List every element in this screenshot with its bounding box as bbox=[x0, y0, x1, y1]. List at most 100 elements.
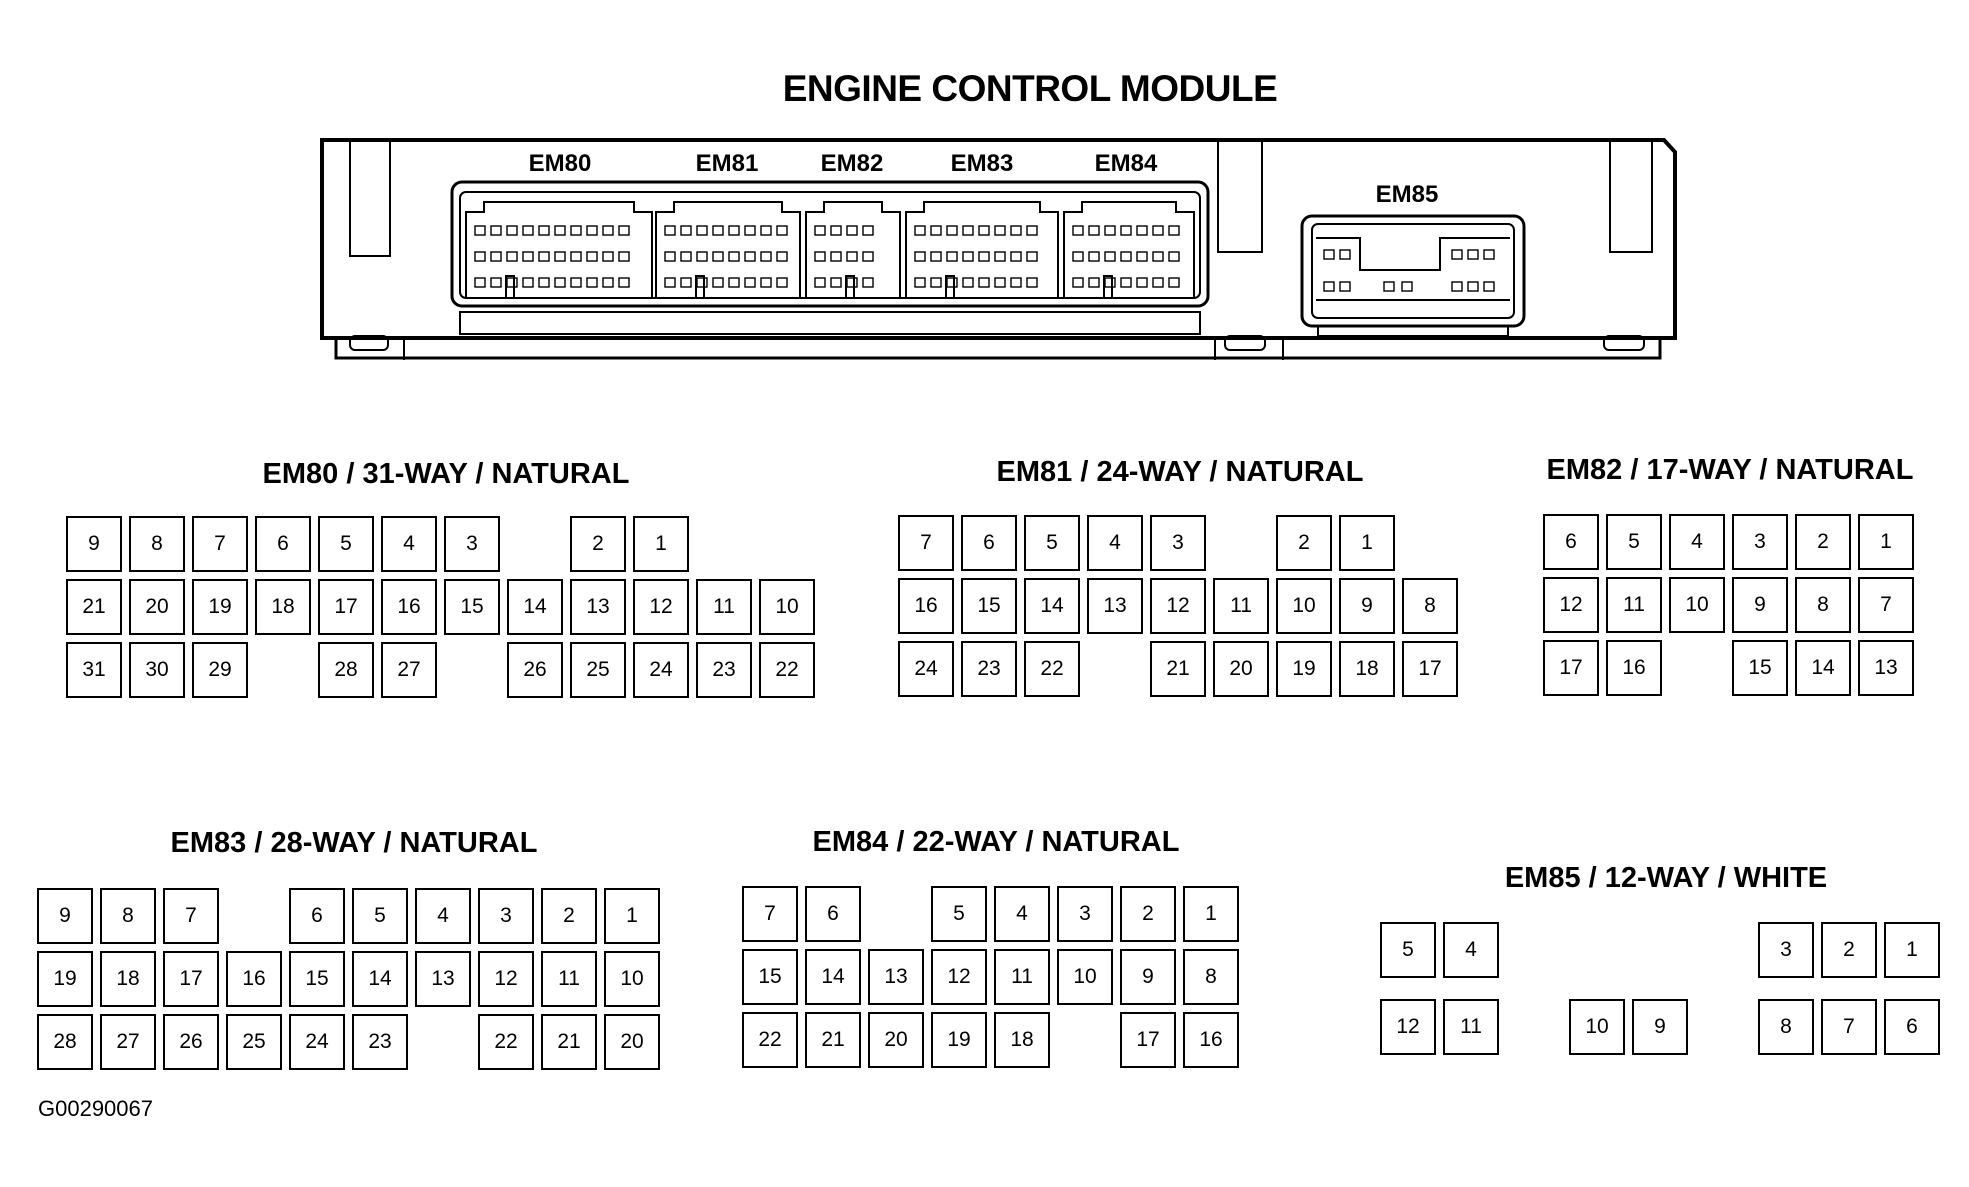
pin-9: 9 bbox=[1732, 577, 1788, 633]
socket-outline bbox=[805, 201, 901, 299]
socket-cavity bbox=[696, 225, 708, 236]
module-label-em85: EM85 bbox=[1375, 181, 1439, 208]
pin-7: 7 bbox=[742, 886, 798, 942]
socket-cavity bbox=[538, 277, 550, 288]
pin-21: 21 bbox=[805, 1012, 861, 1068]
socket-cavity bbox=[962, 251, 974, 262]
socket-cavity bbox=[994, 225, 1006, 236]
pin-1: 1 bbox=[604, 888, 660, 944]
pin-6: 6 bbox=[805, 886, 861, 942]
pin-6: 6 bbox=[1884, 999, 1940, 1055]
socket-cavity bbox=[1467, 281, 1479, 292]
pin-6: 6 bbox=[255, 516, 311, 572]
socket-cavity bbox=[962, 277, 974, 288]
pin-9: 9 bbox=[1632, 999, 1688, 1055]
pin-14: 14 bbox=[507, 579, 563, 635]
pin-23: 23 bbox=[961, 641, 1017, 697]
pin-22: 22 bbox=[1024, 641, 1080, 697]
pin-30: 30 bbox=[129, 642, 185, 698]
connector-title-em80: EM80 / 31-WAY / NATURAL bbox=[262, 458, 630, 490]
pin-18: 18 bbox=[255, 579, 311, 635]
pin-16: 16 bbox=[1606, 640, 1662, 696]
socket-outline bbox=[1063, 201, 1195, 299]
pin-10: 10 bbox=[1276, 578, 1332, 634]
socket-cavity bbox=[1168, 225, 1180, 236]
page-title: ENGINE CONTROL MODULE bbox=[782, 68, 1278, 109]
pin-24: 24 bbox=[633, 642, 689, 698]
pin-16: 16 bbox=[226, 951, 282, 1007]
pin-4: 4 bbox=[1669, 514, 1725, 570]
socket-cavity bbox=[538, 225, 550, 236]
socket-outline bbox=[695, 275, 705, 298]
pin-22: 22 bbox=[742, 1012, 798, 1068]
pin-19: 19 bbox=[37, 951, 93, 1007]
socket-cavity bbox=[1088, 225, 1100, 236]
socket-cavity bbox=[930, 277, 942, 288]
socket-cavity bbox=[570, 277, 582, 288]
socket-cavity bbox=[862, 225, 874, 236]
pin-23: 23 bbox=[696, 642, 752, 698]
socket-cavity bbox=[760, 277, 772, 288]
pin-14: 14 bbox=[352, 951, 408, 1007]
pin-13: 13 bbox=[1087, 578, 1143, 634]
socket-cavity bbox=[744, 251, 756, 262]
pin-5: 5 bbox=[318, 516, 374, 572]
pin-19: 19 bbox=[1276, 641, 1332, 697]
socket-cavity bbox=[776, 225, 788, 236]
socket-cavity bbox=[1026, 277, 1038, 288]
socket-cavity bbox=[1339, 249, 1351, 260]
socket-outline bbox=[945, 275, 955, 298]
socket-cavity bbox=[1383, 281, 1395, 292]
socket-cavity bbox=[1104, 251, 1116, 262]
socket-cavity bbox=[1136, 277, 1148, 288]
pin-28: 28 bbox=[318, 642, 374, 698]
pin-14: 14 bbox=[1024, 578, 1080, 634]
pin-20: 20 bbox=[868, 1012, 924, 1068]
socket-cavity bbox=[846, 225, 858, 236]
pin-8: 8 bbox=[1402, 578, 1458, 634]
socket-cavity bbox=[1136, 251, 1148, 262]
pin-5: 5 bbox=[1024, 515, 1080, 571]
socket-cavity bbox=[1323, 249, 1335, 260]
pin-13: 13 bbox=[570, 579, 626, 635]
pin-12: 12 bbox=[1380, 999, 1436, 1055]
pin-4: 4 bbox=[1087, 515, 1143, 571]
pin-16: 16 bbox=[898, 578, 954, 634]
pin-14: 14 bbox=[805, 949, 861, 1005]
pin-8: 8 bbox=[100, 888, 156, 944]
socket-cavity bbox=[586, 225, 598, 236]
pin-26: 26 bbox=[507, 642, 563, 698]
connector-title-em81: EM81 / 24-WAY / NATURAL bbox=[996, 456, 1364, 488]
socket-cavity bbox=[618, 277, 630, 288]
pin-10: 10 bbox=[604, 951, 660, 1007]
socket-cavity bbox=[696, 277, 708, 288]
socket-cavity bbox=[1323, 281, 1335, 292]
pin-11: 11 bbox=[1213, 578, 1269, 634]
pin-16: 16 bbox=[381, 579, 437, 635]
pin-28: 28 bbox=[37, 1014, 93, 1070]
connector-title-em83: EM83 / 28-WAY / NATURAL bbox=[170, 827, 538, 859]
pin-13: 13 bbox=[1858, 640, 1914, 696]
pin-15: 15 bbox=[1732, 640, 1788, 696]
socket-cavity bbox=[664, 277, 676, 288]
socket-cavity bbox=[1026, 225, 1038, 236]
pin-8: 8 bbox=[129, 516, 185, 572]
pin-6: 6 bbox=[1543, 514, 1599, 570]
pin-20: 20 bbox=[129, 579, 185, 635]
socket-outline bbox=[655, 201, 801, 299]
pin-11: 11 bbox=[1606, 577, 1662, 633]
pin-20: 20 bbox=[604, 1014, 660, 1070]
pin-14: 14 bbox=[1795, 640, 1851, 696]
pin-29: 29 bbox=[192, 642, 248, 698]
socket-cavity bbox=[712, 225, 724, 236]
socket-cavity bbox=[814, 277, 826, 288]
connector-title-em85: EM85 / 12-WAY / WHITE bbox=[1504, 862, 1828, 894]
pin-10: 10 bbox=[1569, 999, 1625, 1055]
pin-12: 12 bbox=[931, 949, 987, 1005]
pin-7: 7 bbox=[898, 515, 954, 571]
pin-17: 17 bbox=[318, 579, 374, 635]
pin-8: 8 bbox=[1183, 949, 1239, 1005]
socket-cavity bbox=[1010, 251, 1022, 262]
module-label-em81: EM81 bbox=[695, 150, 759, 177]
